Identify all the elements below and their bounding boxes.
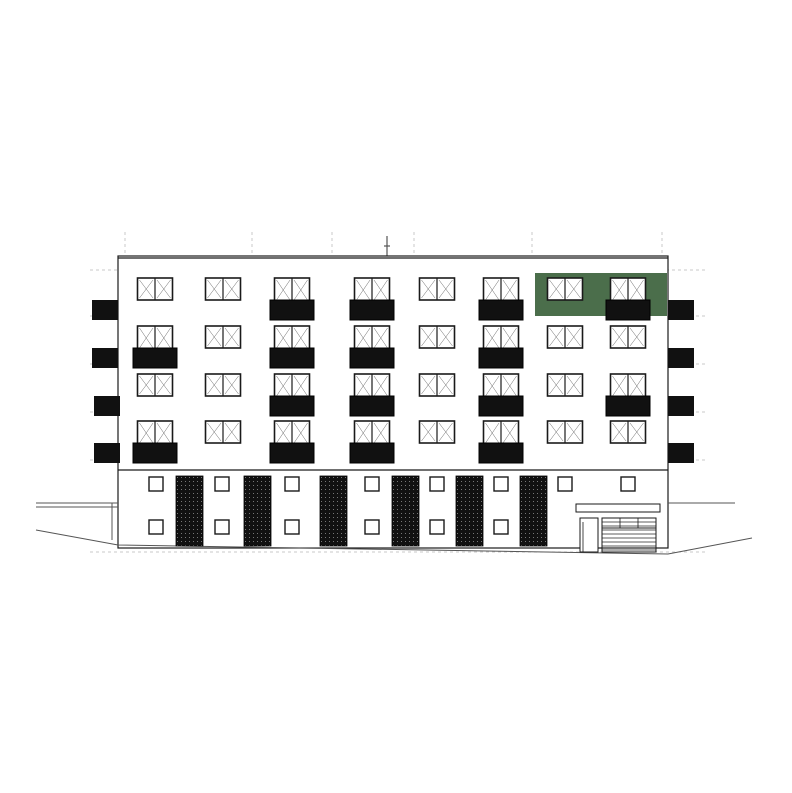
- ground-window: [214, 476, 230, 492]
- ground-window: [493, 519, 509, 535]
- side-balcony-right: [668, 443, 694, 463]
- side-balcony-right: [668, 348, 694, 368]
- ventilation-panel: [175, 475, 204, 547]
- window: [418, 325, 456, 349]
- ground-window: [493, 476, 509, 492]
- ventilation-panel: [391, 475, 420, 547]
- side-balcony-left: [94, 443, 120, 463]
- window: [418, 277, 456, 301]
- side-balcony-left: [92, 300, 118, 320]
- window: [546, 420, 584, 444]
- balcony-railing: [478, 395, 524, 417]
- window: [204, 373, 242, 397]
- balcony-railing: [349, 442, 395, 464]
- window: [353, 277, 391, 303]
- ground-window: [429, 519, 445, 535]
- balcony-railing: [132, 347, 178, 369]
- window: [136, 277, 174, 301]
- window: [204, 277, 242, 301]
- window: [418, 420, 456, 444]
- window: [353, 325, 391, 351]
- side-balcony-right: [668, 396, 694, 416]
- window: [609, 373, 647, 399]
- window: [273, 277, 311, 303]
- ground-window: [364, 519, 380, 535]
- ground-window: [148, 519, 164, 535]
- ground-floor-windows: [148, 476, 636, 535]
- balcony-railing: [132, 442, 178, 464]
- balconies: [132, 299, 651, 464]
- balcony-railing: [605, 299, 651, 321]
- garage-canopy: [575, 503, 661, 513]
- ground-window: [148, 476, 164, 492]
- balcony-railing: [269, 347, 315, 369]
- window: [273, 420, 311, 446]
- window: [273, 373, 311, 399]
- balcony-railing: [478, 347, 524, 369]
- entry-door: [579, 517, 599, 553]
- ventilation-panel: [455, 475, 484, 547]
- window: [482, 373, 520, 399]
- ground-window: [284, 519, 300, 535]
- window: [204, 420, 242, 444]
- terrain-lines: [35, 502, 753, 555]
- window: [609, 325, 647, 349]
- ground-window: [364, 476, 380, 492]
- window: [273, 325, 311, 351]
- balcony-railing: [349, 299, 395, 321]
- window: [353, 373, 391, 399]
- ventilation-panels: [175, 475, 548, 547]
- window: [482, 325, 520, 351]
- ventilation-panel: [243, 475, 272, 547]
- window: [482, 277, 520, 303]
- garage-door: [601, 517, 657, 553]
- balcony-railing: [269, 395, 315, 417]
- roof-antenna: [384, 236, 390, 256]
- balcony-railing: [269, 442, 315, 464]
- window: [546, 373, 584, 397]
- garage-area: [575, 503, 661, 553]
- window: [418, 373, 456, 397]
- window: [609, 420, 647, 444]
- ventilation-panel: [519, 475, 548, 547]
- window: [353, 420, 391, 446]
- window: [609, 277, 647, 303]
- side-balcony-right: [668, 300, 694, 320]
- ground-window: [557, 476, 573, 492]
- balcony-railing: [478, 442, 524, 464]
- balcony-railing: [269, 299, 315, 321]
- window: [204, 325, 242, 349]
- ground-window: [429, 476, 445, 492]
- window: [482, 420, 520, 446]
- side-balconies: [92, 300, 694, 463]
- balcony-railing: [478, 299, 524, 321]
- ground-window: [284, 476, 300, 492]
- side-balcony-left: [94, 396, 120, 416]
- ground-window: [214, 519, 230, 535]
- balcony-railing: [349, 395, 395, 417]
- window: [136, 420, 174, 446]
- window: [546, 277, 584, 301]
- window: [136, 373, 174, 397]
- balcony-railing: [349, 347, 395, 369]
- ventilation-panel: [319, 475, 348, 547]
- window: [546, 325, 584, 349]
- balcony-railing: [605, 395, 651, 417]
- window: [136, 325, 174, 351]
- ground-window: [620, 476, 636, 492]
- side-balcony-left: [92, 348, 118, 368]
